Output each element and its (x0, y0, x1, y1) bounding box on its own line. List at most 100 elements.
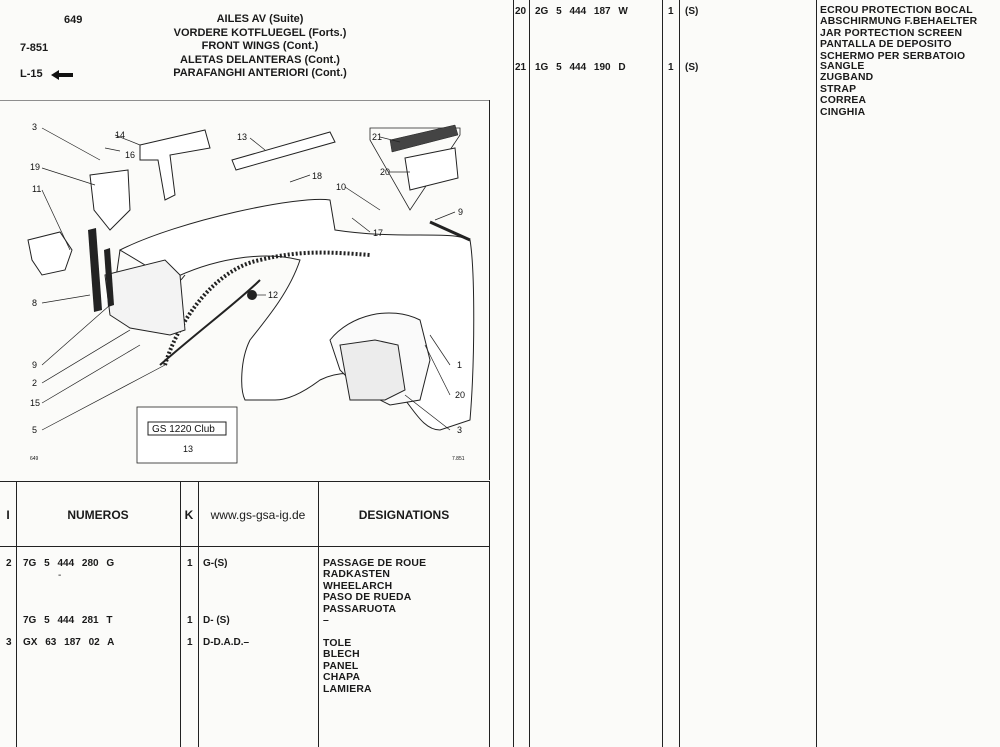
part-number-sub: - (58, 570, 62, 581)
designation-it: PASSARUOTA (323, 603, 397, 615)
diagram-corner-left: 649 (30, 456, 39, 462)
designation-list: – (323, 615, 329, 626)
title-fr: AILES AV (Suite) (216, 13, 304, 25)
part-number: 7G 5 444 280 G (23, 558, 115, 569)
callout-15: 16 (125, 150, 135, 160)
designation-de: BLECH (323, 649, 360, 661)
designation-en: STRAP (820, 83, 857, 95)
quantity: 1 (668, 6, 674, 17)
designation-en: JAR PORTECTION SCREEN (820, 27, 963, 39)
right-col-sep-1 (513, 0, 514, 747)
designation-en: PANEL (323, 660, 359, 672)
callout-12: 14 (115, 130, 125, 140)
variant-code: G-(S) (203, 558, 228, 569)
title-es: ALETAS DELANTERAS (Cont.) (180, 53, 340, 66)
table-header-rule (0, 546, 490, 547)
page-title-block: AILES AV (Suite) VORDERE KOTFLUEGEL (For… (150, 13, 370, 81)
col-header-numeros: NUMEROS (67, 508, 129, 522)
callout-3-top: 3 (32, 122, 37, 132)
right-col-sep-4 (679, 0, 680, 747)
callout-8: 11 (32, 184, 41, 194)
callout-13: 13 (183, 444, 193, 454)
callout-14: 15 (30, 398, 40, 408)
designation-de: RADKASTEN (323, 569, 391, 581)
callout-4: 5 (32, 425, 37, 435)
designation-dash: – (323, 615, 329, 626)
nav-ref-label: L-15 (20, 68, 43, 80)
callout-9: 10 (336, 182, 346, 192)
designation-de: ABSCHIRMUNG F.BEHAELTER (820, 16, 978, 28)
col-sep-2 (180, 481, 181, 747)
title-de: VORDERE KOTFLUEGEL (Forts.) (173, 26, 347, 39)
variant-code: (S) (685, 62, 699, 73)
designation-fr: ECROU PROTECTION BOCAL (820, 5, 973, 16)
right-col-sep-3 (662, 0, 663, 747)
variant-code: D-D.A.D.– (203, 637, 250, 648)
nav-ref: L-15 (20, 68, 73, 82)
part-number: 2G 5 444 187 W (535, 6, 628, 17)
badge-text: GS 1220 Club (152, 424, 215, 435)
title-en: FRONT WINGS (Cont.) (201, 40, 319, 53)
designation-it: CINGHIA (820, 106, 866, 118)
designation-it: LAMIERA (323, 683, 372, 695)
row-index: 20 (515, 6, 527, 17)
part-number: 7G 5 444 281 T (23, 615, 113, 626)
row-index: 3 (6, 637, 12, 648)
callout-17: 18 (312, 171, 322, 181)
callout-20: 20 (380, 167, 390, 177)
row-index: 2 (6, 558, 12, 569)
quantity: 1 (187, 558, 193, 569)
right-col-sep-2 (529, 0, 530, 747)
callout-11: 13 (237, 132, 247, 142)
part-number: 1G 5 444 190 D (535, 62, 626, 73)
row-index: 21 (515, 62, 527, 73)
designation-list: TOLE BLECH PANEL CHAPA LAMIERA (323, 638, 372, 695)
part-number: GX 63 187 02 A (23, 637, 115, 648)
callout-7: 9 (458, 207, 463, 217)
table-top-rule (0, 481, 490, 482)
callout-19: 19 (30, 162, 40, 172)
arrow-left-icon (50, 69, 73, 80)
designation-es: CHAPA (323, 672, 361, 684)
callout-6: 9 (32, 360, 37, 370)
designation-fr: PASSAGE DE ROUE (323, 558, 427, 569)
callout-18: 20 (455, 390, 465, 400)
designation-de: ZUGBAND (820, 72, 874, 84)
designation-es: PASO DE RUEDA (323, 592, 412, 604)
designation-es: CORREA (820, 95, 867, 107)
col-sep-1 (16, 481, 17, 747)
callout-1: 1 (457, 360, 462, 370)
callout-2: 2 (32, 378, 37, 388)
diagram-corner-right: 7.851 (452, 456, 465, 462)
designation-en: WHEELARCH (323, 580, 393, 592)
callout-16: 17 (373, 228, 383, 238)
variant-code: D- (S) (203, 615, 230, 626)
page-right-edge (489, 481, 490, 747)
callout-21: 21 (372, 132, 382, 142)
designation-list: ECROU PROTECTION BOCAL ABSCHIRMUNG F.BEH… (820, 5, 977, 62)
col-sep-3 (198, 481, 199, 747)
callout-10: 12 (268, 290, 278, 300)
quantity: 1 (668, 62, 674, 73)
page-number: 649 (64, 14, 83, 26)
designation-list: SANGLE ZUGBAND STRAP CORREA CINGHIA (820, 61, 873, 118)
designation-fr: SANGLE (820, 61, 865, 72)
catalog-ref: 7-851 (20, 42, 49, 54)
callout-3-bottom: 3 (457, 425, 462, 435)
quantity: 1 (187, 615, 193, 626)
designation-it: SCHERMO PER SERBATOIO (820, 50, 966, 62)
callout-5: 8 (32, 298, 37, 308)
designation-list: PASSAGE DE ROUE RADKASTEN WHEELARCH PASO… (323, 558, 426, 615)
col-sep-4 (318, 481, 319, 747)
col-header-i: I (6, 508, 10, 522)
col-header-designations: DESIGNATIONS (358, 508, 450, 522)
variant-code: (S) (685, 6, 699, 17)
diagram-svg: GS 1220 Club 13 (0, 99, 490, 480)
exploded-diagram: GS 1220 Club 13 (0, 99, 490, 480)
right-col-sep-5 (816, 0, 817, 747)
title-it: PARAFANGHI ANTERIORI (Cont.) (173, 67, 347, 80)
col-header-k: K (184, 508, 194, 522)
designation-es: PANTALLA DE DEPOSITO (820, 39, 952, 51)
quantity: 1 (187, 637, 193, 648)
designation-fr: TOLE (323, 638, 352, 649)
